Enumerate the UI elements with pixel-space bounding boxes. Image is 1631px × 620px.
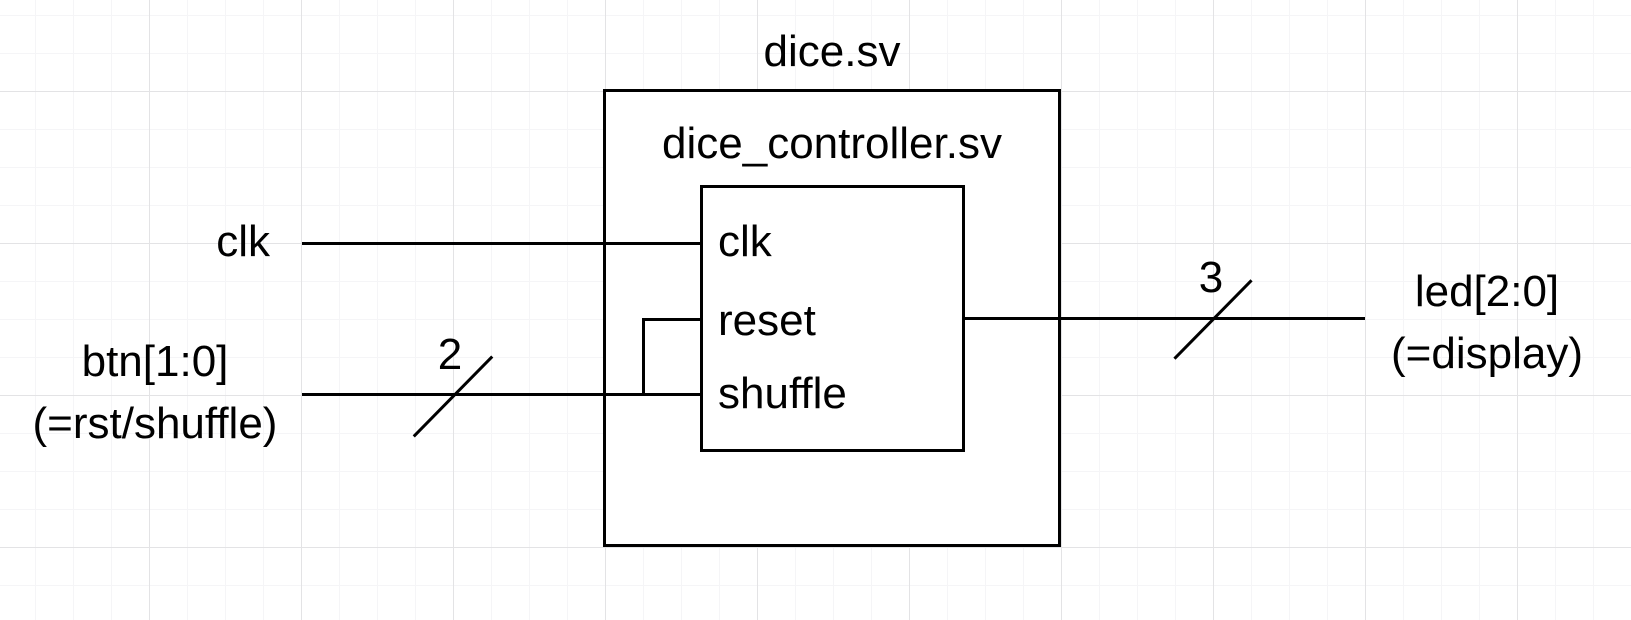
clk-wire bbox=[302, 242, 700, 245]
led-output-label: led[2:0] (=display) bbox=[1337, 261, 1631, 385]
inner-module-title: dice_controller.sv bbox=[662, 119, 1002, 168]
btn-input-label-line1: btn[1:0] bbox=[81, 337, 229, 386]
btn-input-label-line2: (=rst/shuffle) bbox=[32, 399, 278, 448]
reset-branch-wire bbox=[642, 318, 645, 396]
led-output-label-line1: led[2:0] bbox=[1414, 267, 1560, 316]
led-output-label-line2: (=display) bbox=[1391, 329, 1583, 378]
port-label-shuffle: shuffle bbox=[718, 369, 847, 418]
port-label-reset: reset bbox=[718, 296, 816, 345]
led-wire bbox=[965, 317, 1365, 320]
led-bus-width-label: 3 bbox=[1198, 253, 1224, 302]
btn-input-label: btn[1:0] (=rst/shuffle) bbox=[5, 331, 305, 455]
btn-wire bbox=[302, 393, 700, 396]
port-label-clk: clk bbox=[718, 217, 772, 266]
btn-bus-width-label: 2 bbox=[437, 330, 463, 379]
outer-module-title: dice.sv bbox=[763, 27, 901, 76]
clk-input-label: clk bbox=[216, 217, 270, 266]
reset-stub-wire bbox=[642, 318, 700, 321]
inner-module-box bbox=[700, 185, 965, 452]
